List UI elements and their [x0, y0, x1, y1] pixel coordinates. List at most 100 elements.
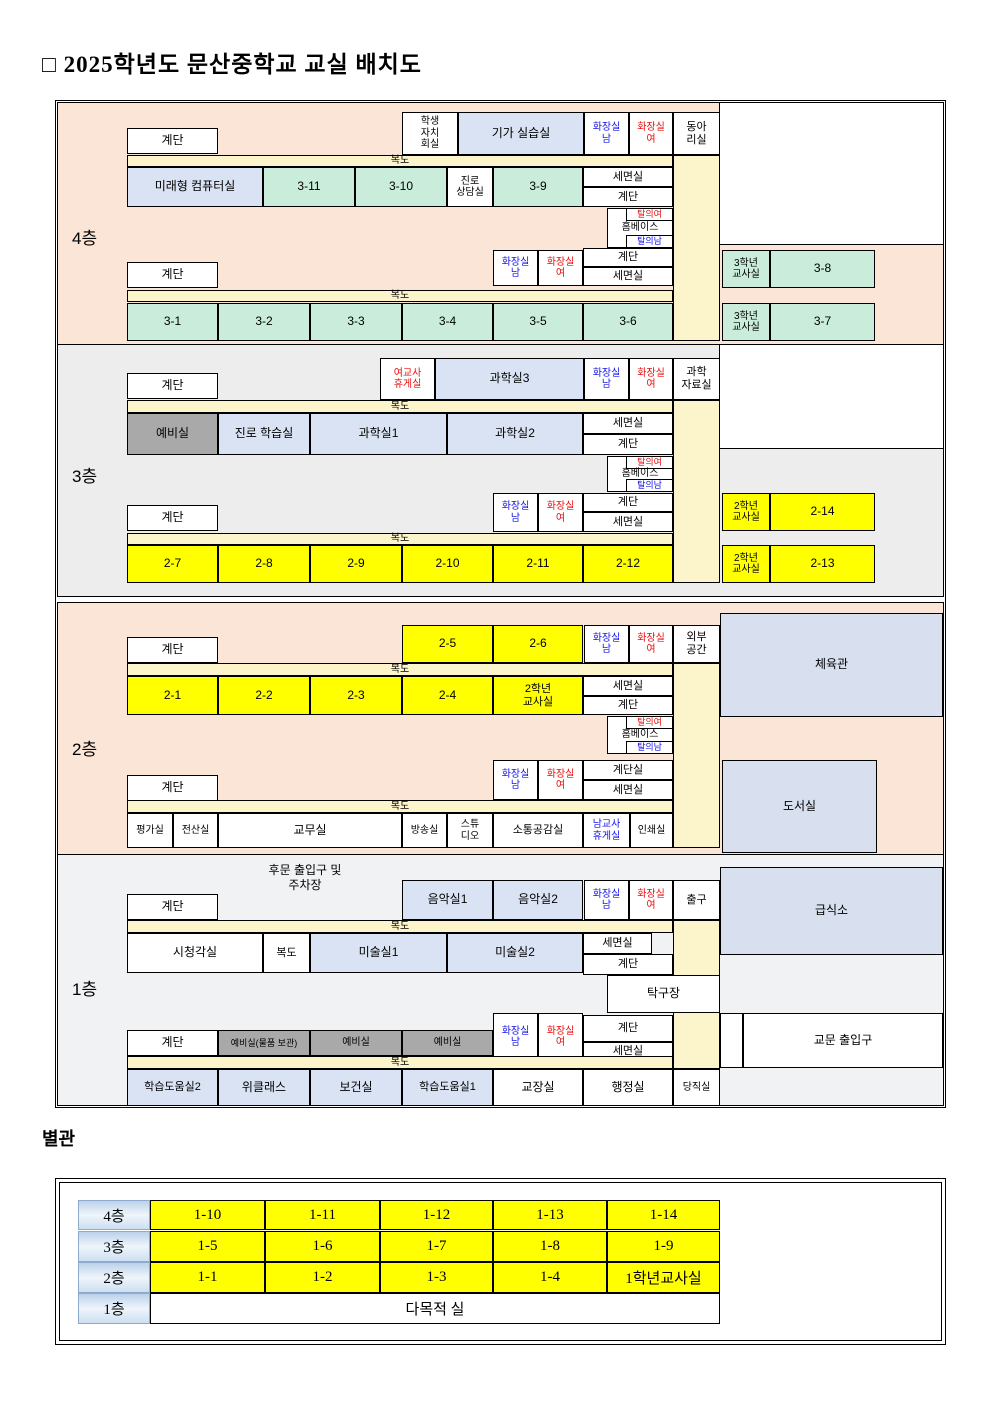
stairs: 계단 [583, 493, 673, 512]
annex-room-1-5: 1-5 [150, 1231, 265, 1262]
homebase-room: 홈베이스 [608, 729, 672, 741]
stairs: 계단 [127, 505, 218, 531]
page-title: □ 2025학년도 문산중학교 교실 배치도 [42, 52, 422, 77]
room-2-5: 2-5 [402, 625, 493, 663]
room-3-2: 3-2 [218, 303, 310, 341]
study-help-room-2: 학습도움실2 [127, 1069, 218, 1106]
female-teacher-lounge: 여교사 휴게실 [380, 358, 435, 400]
dressing-room-male: 탈의남 [626, 479, 672, 491]
annex-multipurpose-room: 다목적 실 [150, 1293, 720, 1324]
annex-room-1-4: 1-4 [493, 1262, 607, 1293]
room-3-6: 3-6 [583, 303, 673, 341]
giga-lab: 기가 실습실 [458, 112, 584, 155]
grade2-teachers-office: 2학년 교사실 [722, 545, 770, 583]
empty-area-floor3 [719, 345, 943, 449]
spare-room: 예비실 [402, 1030, 493, 1056]
music-room-2: 음악실2 [493, 880, 583, 920]
annex-room-1-8: 1-8 [493, 1231, 607, 1262]
career-counsel-room: 진로 상담실 [447, 167, 493, 207]
wee-class: 위클래스 [218, 1069, 310, 1106]
dressing-room-male: 탈의남 [626, 741, 672, 753]
studio: 스튜 디오 [447, 813, 493, 848]
room-3-7: 3-7 [770, 303, 875, 341]
annex-room-1-6: 1-6 [265, 1231, 380, 1262]
toilet-female: 화장실 여 [629, 625, 673, 663]
gate-side-box [720, 1013, 743, 1068]
grade2-teachers-office: 2학년 교사실 [722, 493, 770, 531]
washroom: 세면실 [583, 780, 673, 800]
annex-room-1-1: 1-1 [150, 1262, 265, 1293]
science-data-room: 과학 자료실 [673, 358, 720, 400]
toilet-female: 화장실 여 [538, 760, 583, 800]
stairs: 계단 [127, 1030, 218, 1056]
art-room-1: 미술실1 [310, 933, 447, 973]
male-teacher-lounge: 남교사 휴게실 [583, 813, 630, 848]
toilet-male: 화장실 남 [493, 493, 538, 532]
stairs: 계단 [583, 1015, 673, 1042]
stairs-room: 계단실 [583, 760, 673, 780]
corridor-room: 복도 [263, 933, 310, 973]
annex-room-1-9: 1-9 [607, 1231, 720, 1262]
music-room-1: 음악실1 [402, 880, 493, 920]
room-2-14: 2-14 [770, 493, 875, 531]
av-room: 시청각실 [127, 933, 263, 973]
room-2-11: 2-11 [493, 545, 583, 583]
annex-room-1-12: 1-12 [380, 1200, 493, 1230]
room-3-10: 3-10 [355, 167, 447, 207]
room-3-3: 3-3 [310, 303, 402, 341]
toilet-male: 화장실 남 [584, 112, 629, 155]
corridor-vertical [673, 155, 720, 341]
empty-area-floor4 [719, 103, 943, 245]
room-2-6: 2-6 [493, 625, 583, 663]
future-computer-lab: 미래형 컴퓨터실 [127, 167, 263, 207]
stairs: 계단 [127, 373, 218, 399]
washroom: 세면실 [583, 512, 673, 532]
corridor: 복도 [127, 1056, 673, 1069]
science-room-1: 과학실1 [310, 413, 447, 455]
homebase-block: 탈의여 홈베이스 탈의남 [607, 208, 673, 248]
corridor: 복도 [127, 800, 673, 813]
annex-floor3-label: 3층 [78, 1231, 150, 1262]
spare-room: 예비실 [310, 1030, 402, 1056]
room-2-1: 2-1 [127, 676, 218, 715]
library: 도서실 [722, 760, 877, 853]
annex-room-1-11: 1-11 [265, 1200, 380, 1230]
annex-title: 별관 [42, 1129, 76, 1149]
evaluation-room: 평가실 [127, 813, 173, 848]
corridor: 복도 [127, 290, 673, 302]
floor3-label: 3층 [72, 467, 98, 486]
room-2-12: 2-12 [583, 545, 673, 583]
corridor: 복도 [127, 663, 673, 676]
admin-office: 행정실 [583, 1069, 673, 1106]
corridor-vertical [673, 663, 720, 848]
table-tennis-room: 탁구장 [607, 975, 720, 1013]
stairs: 계단 [127, 894, 218, 920]
annex-grade1-teachers-office: 1학년교사실 [607, 1262, 720, 1293]
gym: 체육관 [720, 613, 943, 717]
corridor: 복도 [127, 400, 673, 413]
toilet-male: 화장실 남 [584, 625, 629, 663]
spare-storage-room: 예비실(물품 보관) [218, 1030, 310, 1056]
stairs: 계단 [583, 696, 673, 715]
stairs: 계단 [127, 128, 218, 154]
room-3-5: 3-5 [493, 303, 583, 341]
room-3-11: 3-11 [263, 167, 355, 207]
room-2-13: 2-13 [770, 545, 875, 583]
homebase-room: 홈베이스 [608, 221, 672, 235]
toilet-male: 화장실 남 [493, 1013, 538, 1061]
room-2-10: 2-10 [402, 545, 493, 583]
toilet-female: 화장실 여 [538, 250, 583, 286]
corridor: 복도 [127, 920, 673, 933]
stairs: 계단 [127, 637, 218, 663]
washroom: 세면실 [583, 676, 673, 696]
floor2-label: 2층 [72, 740, 98, 759]
career-study-room: 진로 학습실 [218, 413, 310, 455]
room-2-4: 2-4 [402, 676, 493, 715]
room-2-7: 2-7 [127, 545, 218, 583]
washroom: 세면실 [583, 267, 673, 286]
toilet-female: 화장실 여 [538, 1013, 583, 1061]
room-2-8: 2-8 [218, 545, 310, 583]
room-3-9: 3-9 [493, 167, 583, 207]
main-gate-entrance: 교문 출입구 [743, 1013, 943, 1068]
teachers-room: 교무실 [218, 813, 402, 848]
